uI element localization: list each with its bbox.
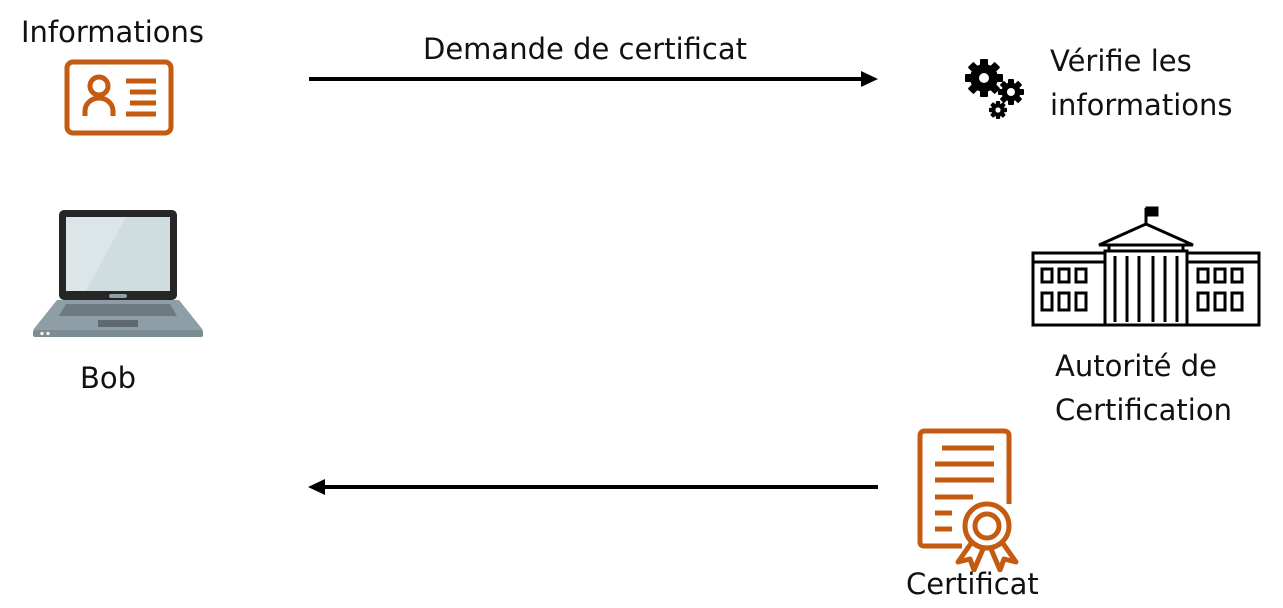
bob-label: Bob bbox=[80, 361, 137, 395]
request-arrow-label: Demande de certificat bbox=[423, 32, 747, 66]
certificate-return-arrow bbox=[308, 479, 878, 495]
certificate-label: Certificat bbox=[906, 567, 1039, 601]
certificate-icon bbox=[917, 428, 1019, 572]
id-card-icon bbox=[64, 59, 174, 136]
government-building-icon bbox=[1031, 206, 1261, 327]
request-arrow bbox=[309, 71, 878, 87]
verify-label-line2: informations bbox=[1050, 88, 1233, 122]
informations-label: Informations bbox=[21, 15, 204, 49]
verify-label-line1: Vérifie les bbox=[1050, 44, 1192, 78]
gears-icon bbox=[965, 59, 1024, 119]
ca-label-line1: Autorité de bbox=[1055, 349, 1217, 383]
laptop-icon bbox=[33, 210, 203, 337]
ca-label-line2: Certification bbox=[1055, 393, 1232, 427]
